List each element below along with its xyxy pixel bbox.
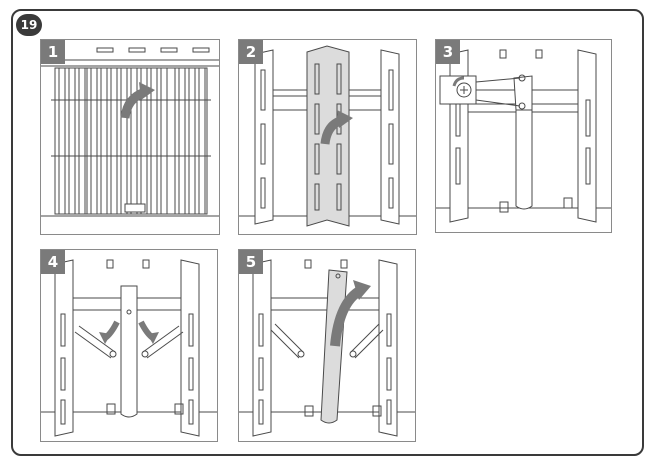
step-2-panel: 2 (238, 39, 417, 235)
flavorizer-bar-illustration (239, 45, 416, 227)
page-number-badge: 19 (16, 14, 42, 36)
step-1-panel: 1 (40, 39, 220, 235)
grates-illustration (41, 47, 219, 217)
step-number: 2 (239, 40, 263, 64)
step-number: 5 (239, 250, 263, 274)
step-number: 1 (41, 40, 65, 64)
step-number: 3 (436, 40, 460, 64)
step-3-panel: 3 (435, 39, 612, 233)
step-5-panel: 5 (238, 249, 416, 442)
step-number: 4 (41, 250, 65, 274)
instruction-frame: 19 (11, 9, 644, 456)
step-4-panel: 4 (40, 249, 218, 442)
burner-screw-illustration (436, 49, 611, 223)
burner-brackets-illustration (41, 259, 217, 437)
burner-tube-illustration (239, 259, 415, 437)
